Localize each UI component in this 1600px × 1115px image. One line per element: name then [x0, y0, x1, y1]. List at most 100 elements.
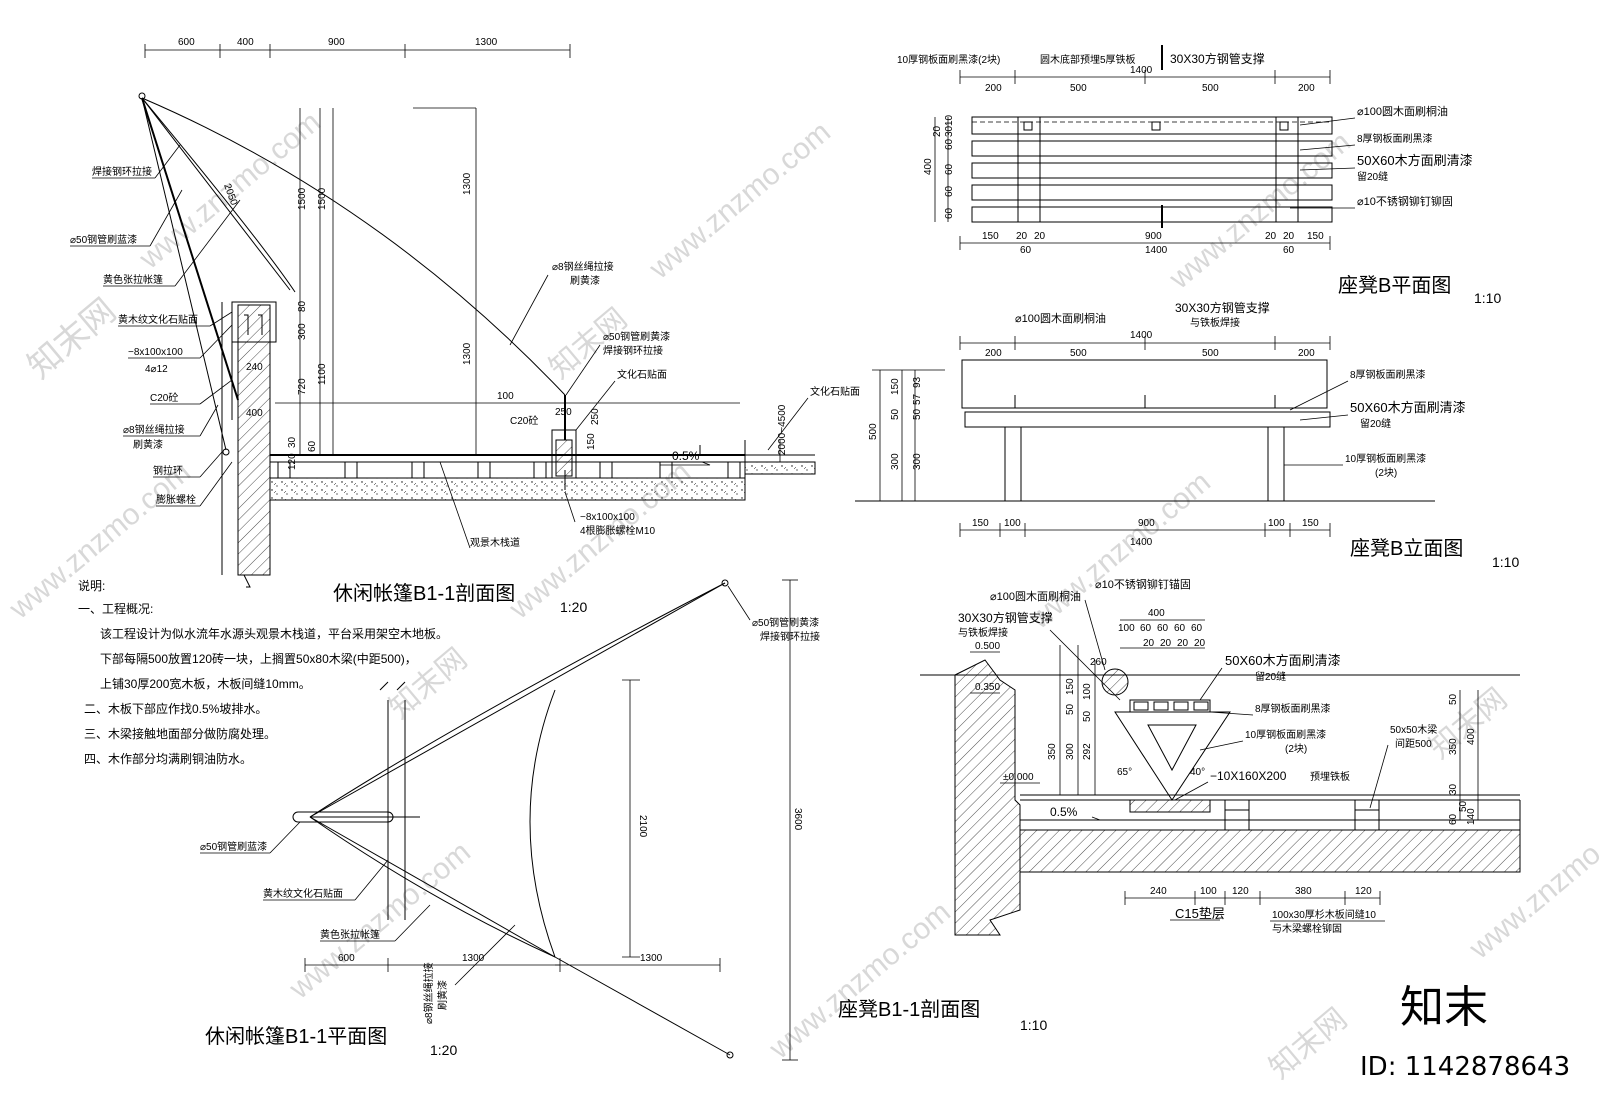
dim-label: 500	[1202, 348, 1219, 359]
watermark-site: www.znzmo.com	[643, 115, 837, 286]
tent-plan-scale: 1:20	[430, 1042, 457, 1058]
dim-label: 30	[287, 436, 298, 448]
bench-section-scale: 1:10	[1020, 1017, 1047, 1033]
watermark-site: www.znzmo.com	[1463, 795, 1600, 966]
dim-label: 1400	[1130, 537, 1153, 548]
bench-sec-label-steel10-count: (2块)	[1285, 743, 1307, 755]
dim-label: 200	[985, 83, 1002, 94]
label-rope: ⌀8钢丝绳拉接	[123, 423, 185, 436]
notes-line: 四、木作部分均满刷铜油防水。	[84, 751, 252, 766]
dim-label: 1400	[1130, 330, 1153, 341]
dim-label: 150	[1065, 678, 1076, 695]
label-rope-paint: 刷黄漆	[133, 438, 163, 451]
notes-line: 一、工程概况:	[78, 601, 153, 616]
tent-plan-title: 休闲帐篷B1-1平面图	[205, 1025, 387, 1048]
bench-sec-level-000: ±0.000	[1003, 772, 1034, 783]
bench-sec-label-plate-note: 预埋铁板	[1310, 770, 1350, 783]
dim-label: 400	[237, 37, 254, 48]
label-slope: 0.5%	[672, 449, 700, 463]
bench-elev-label-round-wood: ⌀100圆木面刷桐油	[1015, 311, 1106, 325]
dim-label: 120	[1232, 886, 1249, 897]
watermark-site: 知末网	[21, 291, 124, 386]
label-plate: −8x100x100	[128, 347, 183, 358]
dim-label: 150	[890, 378, 901, 395]
dim-label: 120	[287, 453, 298, 470]
dim-label: 30	[944, 125, 955, 137]
dim-label: 300	[890, 453, 901, 470]
brick-supports	[277, 461, 741, 479]
dim-label: 260	[1090, 657, 1107, 668]
bench-sec-angle-40: 40°	[1190, 767, 1205, 778]
label-culture-stone: 文化石贴面	[617, 368, 667, 381]
tent-section-title: 休闲帐篷B1-1剖面图	[333, 582, 515, 605]
dim-label: 500	[868, 423, 879, 440]
watermark-site: 知末网	[1263, 1002, 1353, 1085]
label-steel-ring: 钢拉环	[153, 464, 183, 477]
dim-label: 60	[944, 185, 955, 197]
label-c20-right: C20砼	[510, 414, 538, 427]
dim-label: 300	[297, 323, 308, 340]
bench-elev-scale: 1:10	[1492, 554, 1519, 570]
dim-label: 150	[1307, 231, 1324, 242]
bench-elev-label-steel10: 10厚钢板面刷黑漆	[1345, 452, 1426, 465]
bench-sec-level-035: 0.350	[975, 682, 1000, 693]
dim-label: 300	[1065, 743, 1076, 760]
dim-label: 140	[1466, 808, 1477, 825]
dim-label: 20	[1034, 231, 1046, 242]
dim-label: 60	[944, 138, 955, 150]
bench-sec-label-square-pipe: 30X30方钢管支撑	[958, 610, 1053, 625]
bench-plan-label-rivet: ⌀10不锈钢铆钉铆固	[1357, 194, 1453, 208]
dim-label: 50	[1082, 710, 1093, 722]
dim-label: 10	[944, 114, 955, 126]
label-culture-stone-2: 文化石贴面	[810, 385, 860, 398]
plan-label-rope-paint: 刷黄漆	[436, 980, 449, 1010]
dim-label: 60	[1448, 813, 1459, 825]
bench-sec-label-board-bolt: 与木梁螺栓铆固	[1272, 922, 1342, 935]
bench-sec-label-slope: 0.5%	[1050, 805, 1078, 819]
label-yellow-pipe: ⌀50钢管刷黄漆	[603, 330, 670, 343]
dim-label: 1400	[1145, 245, 1168, 256]
dim-label: 60	[1140, 623, 1152, 634]
dim-label: 93	[912, 376, 923, 388]
notes-line: 该工程设计为似水流年水源头观景木栈道，平台采用架空木地板。	[100, 626, 448, 641]
dim-label: 292	[1082, 743, 1093, 760]
dim-label: 200	[1298, 348, 1315, 359]
dim-label: 900	[1145, 231, 1162, 242]
dim-label: 150	[586, 433, 597, 450]
dim-label: 30	[1448, 783, 1459, 795]
dim-label: 120	[1355, 886, 1372, 897]
notes-line: 上铺30厚200宽木板，木板间缝10mm。	[100, 676, 311, 691]
bench-plan-label-steel: 10厚钢板面刷黑漆(2块)	[897, 53, 1000, 66]
bench-elev-label-gap: 留20缝	[1360, 417, 1391, 430]
bench-sec-label-gap: 留20缝	[1255, 670, 1286, 683]
dim-label: 50	[912, 408, 923, 420]
dim-label: 100	[497, 391, 514, 402]
dim-label: 350	[1448, 738, 1459, 755]
dim-label: 20	[1265, 231, 1277, 242]
dim-label: 1400	[1130, 65, 1153, 76]
label-weld-ring: 焊接钢环拉接	[92, 165, 152, 178]
tent-plan-view: 2100 3600 600 1300 1300 ⌀50钢管刷蓝漆 黄木纹文化石贴…	[200, 579, 820, 1061]
dim-label: 720	[297, 378, 308, 395]
dim-label: 20	[1194, 638, 1206, 649]
dim-label: 900	[328, 37, 345, 48]
dim-label: 150	[1302, 518, 1319, 529]
bench-sec-label-plate: −10X160X200	[1210, 769, 1287, 783]
dim-label: 20	[1160, 638, 1172, 649]
plan-label-rope: ⌀8钢丝绳拉接	[422, 962, 435, 1024]
dim-label: 20	[1016, 231, 1028, 242]
dim-label: 80	[297, 300, 308, 312]
label-rope-right-paint: 刷黄漆	[570, 274, 600, 287]
bench-sec-label-beam: 50x50木梁	[1390, 723, 1437, 736]
dim-label: 20	[1143, 638, 1155, 649]
bench-elev-label-square-pipe: 30X30方钢管支撑	[1175, 300, 1270, 315]
watermark-site: www.znzmo.com	[763, 895, 957, 1066]
plan-label-blue-pipe: ⌀50钢管刷蓝漆	[200, 840, 267, 853]
dim-label: 1300	[462, 953, 485, 964]
dim-label: 250	[555, 407, 572, 418]
dim-label: 300	[912, 453, 923, 470]
dim-label: 500	[1202, 83, 1219, 94]
dim-label: 100	[1082, 683, 1093, 700]
dim-label: 100	[1268, 518, 1285, 529]
